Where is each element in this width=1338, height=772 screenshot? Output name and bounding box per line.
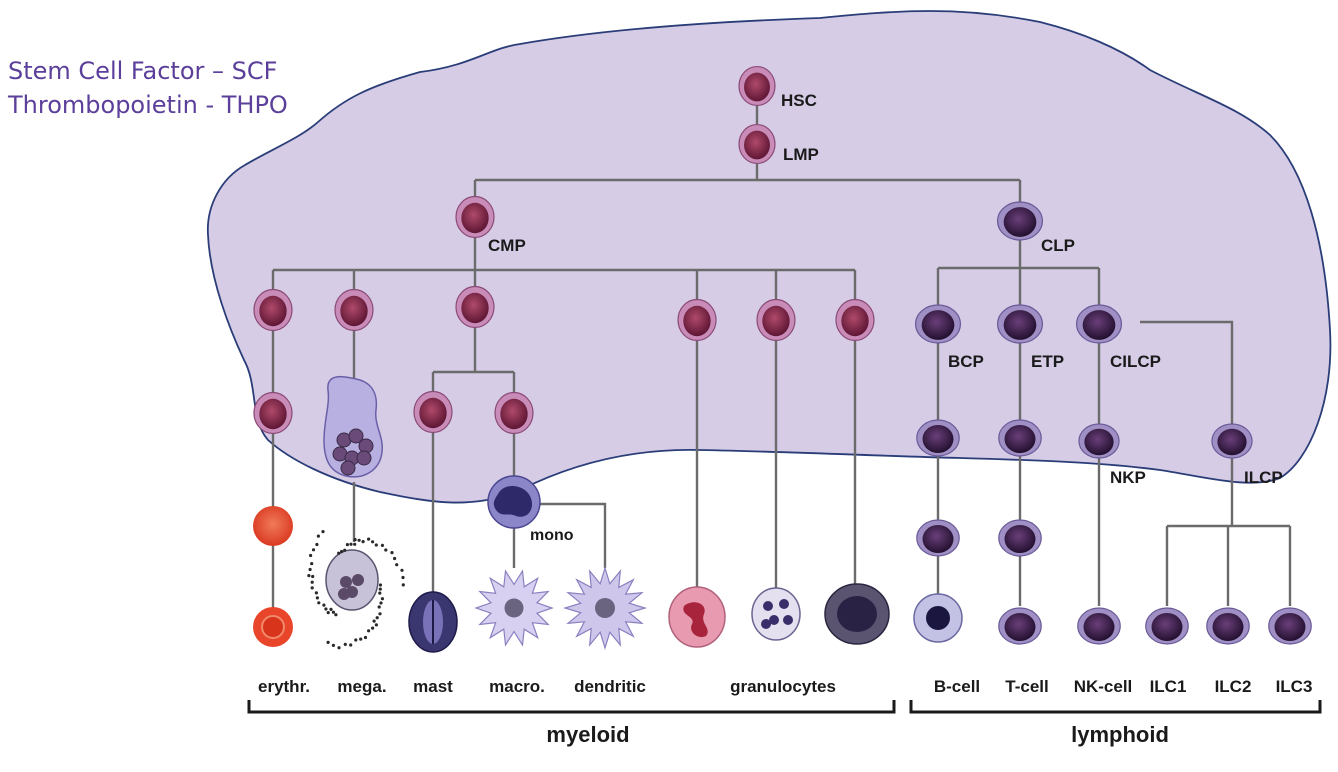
label-nkp: NKP [1110,468,1146,487]
macrophage [474,569,554,647]
eosinophil [824,583,890,645]
nk-cell [1077,607,1121,645]
label-tcell: T-cell [1005,677,1048,696]
bcp-cell [914,304,962,344]
label-granulocytes: granulocytes [730,677,836,696]
neutrophil [668,586,726,648]
granulocyte-progenitor-2 [756,298,796,342]
t-cell-precursor-1 [998,419,1042,457]
b-cell-precursor-2 [916,519,960,557]
label-cmp: CMP [488,236,526,255]
myeloid-bracket [247,700,896,714]
label-mast: mast [413,677,453,696]
label-mono: mono [530,527,574,544]
platelets [307,530,405,650]
erythroid-progenitor [253,288,293,332]
ilc2-cell [1206,607,1250,645]
cells [253,65,1312,653]
label-lymphoid: lymphoid [1071,722,1169,747]
label-dendritic: dendritic [574,677,646,696]
ilc3-cell [1268,607,1312,645]
b-cell [913,593,963,643]
label-nkcell: NK-cell [1074,677,1133,696]
label-cilcp: CILCP [1110,352,1161,371]
t-cell [998,607,1042,645]
granulocyte-progenitor-3 [835,298,875,342]
mast-cell [408,591,458,653]
lmp-cell [738,123,776,165]
ilcp-cell [1211,423,1253,459]
lineage-labels: myeloid lymphoid [546,722,1168,747]
megakaryocyte-progenitor [334,288,374,332]
niche-factors: Stem Cell Factor – SCF Thrombopoietin - … [8,54,288,122]
reticulocyte [253,506,293,546]
factor-thpo: Thrombopoietin - THPO [8,91,288,119]
hsc-cell [738,65,776,107]
label-mega: mega. [337,677,386,696]
ilc1-cell [1145,607,1189,645]
erythrocyte [253,607,293,647]
lineage-brackets [247,700,1322,714]
label-myeloid: myeloid [546,722,629,747]
mast-precursor [413,390,453,434]
basophil [751,587,801,641]
label-lmp: LMP [783,145,819,164]
cilcp-cell [1075,304,1123,344]
t-cell-precursor-2 [998,519,1042,557]
label-hsc: HSC [781,91,817,110]
dendritic-cell [562,565,648,651]
megakaryocyte [323,375,383,478]
lineage-lines [271,104,1292,610]
label-macro: macro. [489,677,545,696]
monocyte-precursor [494,391,534,435]
label-erythr: erythr. [258,677,310,696]
label-ilc2: ILC2 [1215,677,1252,696]
lymphoid-bracket [909,700,1322,714]
etp-cell [996,304,1044,344]
label-bcell: B-cell [934,677,980,696]
cmp-cell [455,195,495,239]
cell-type-labels: erythr. mega. mast macro. dendritic gran… [258,677,1312,696]
monocyte [487,475,541,529]
granulocyte-progenitor-1 [677,298,717,342]
label-ilc3: ILC3 [1276,677,1313,696]
label-ilcp: ILCP [1244,468,1283,487]
erythroblast [253,391,293,435]
label-bcp: BCP [948,352,984,371]
label-etp: ETP [1031,352,1064,371]
factor-scf: Stem Cell Factor – SCF [8,57,278,85]
b-cell-precursor-1 [916,419,960,457]
label-ilc1: ILC1 [1150,677,1187,696]
node-labels: HSC LMP CMP CLP BCP ETP CILCP NKP ILCP m… [488,91,1283,544]
granulocyte-monocyte-progenitor [455,285,495,329]
clp-cell [996,201,1044,241]
label-clp: CLP [1041,236,1075,255]
nkp-cell [1078,423,1120,459]
